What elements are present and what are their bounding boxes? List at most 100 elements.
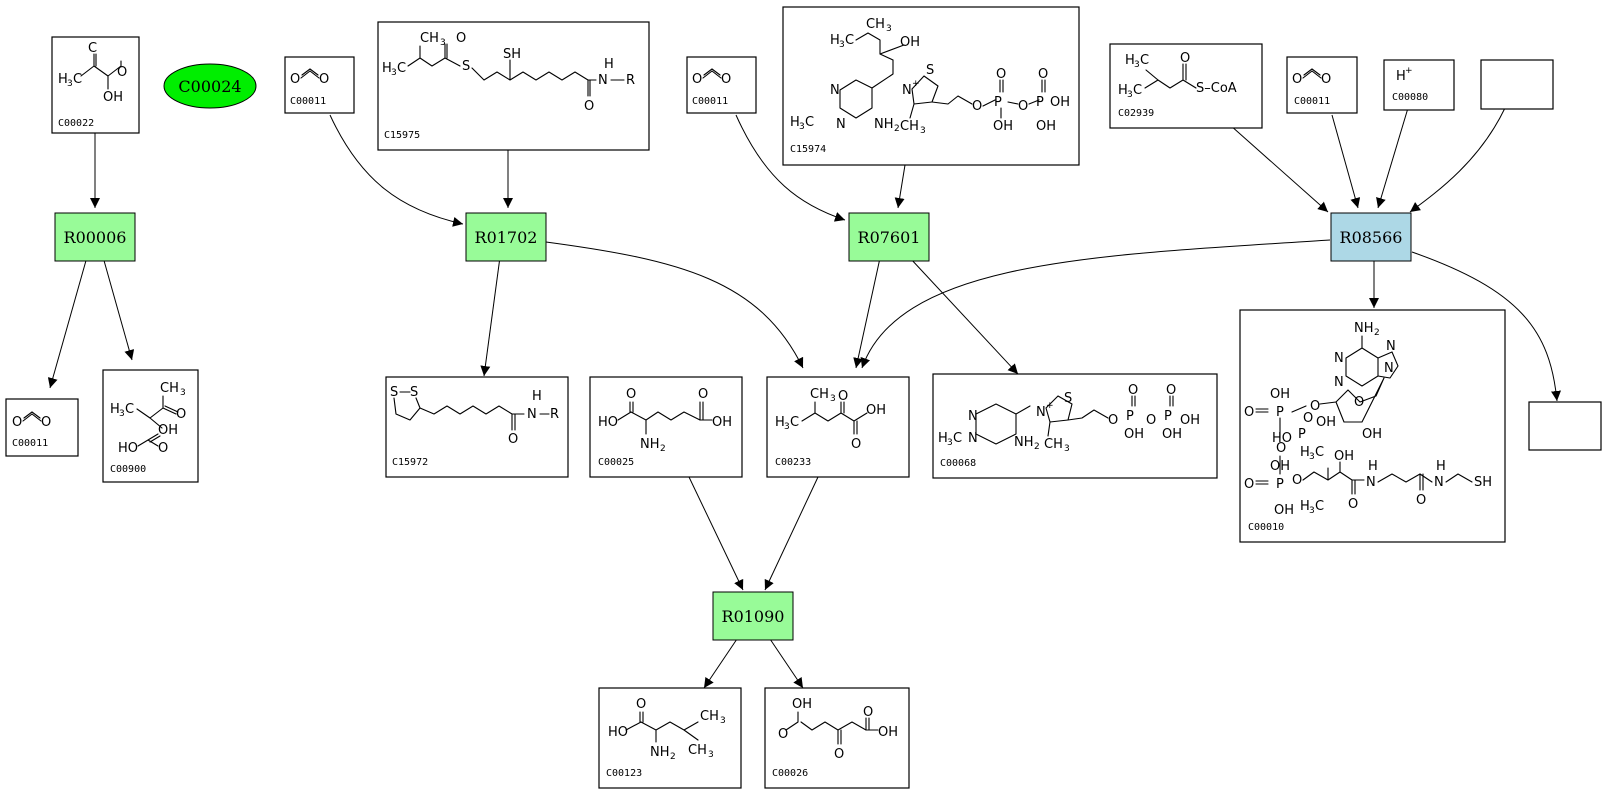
edge-r07601-c00068: [909, 257, 1019, 375]
svg-text:P: P: [1276, 477, 1284, 492]
svg-text:O: O: [456, 31, 466, 46]
svg-text:C: C: [125, 402, 134, 417]
svg-text:HO: HO: [118, 441, 138, 456]
svg-text:O: O: [721, 72, 731, 87]
reaction-r01090[interactable]: R01090: [712, 591, 794, 641]
svg-text:O: O: [1321, 72, 1331, 87]
compound-c00011-a[interactable]: O O C00011: [284, 56, 355, 114]
svg-text:N: N: [598, 73, 608, 88]
reaction-label: R07601: [858, 228, 921, 247]
svg-text:CH: CH: [810, 387, 829, 402]
svg-text:O: O: [1303, 411, 1313, 426]
svg-text:H: H: [382, 61, 392, 76]
svg-text:OH: OH: [1162, 427, 1182, 442]
svg-text:3: 3: [708, 750, 714, 760]
edge-c00011-r07601: [735, 114, 846, 222]
compound-c00080[interactable]: H + C00080: [1383, 59, 1455, 111]
edge-empty-r08566: [1409, 107, 1506, 213]
compound-id: C15972: [392, 457, 428, 468]
svg-text:O: O: [1276, 441, 1286, 456]
edge-c00080-r08566: [1376, 107, 1409, 209]
svg-text:O: O: [1166, 383, 1176, 398]
structure-co2: O O: [290, 68, 329, 87]
compound-c00011-b[interactable]: O O C00011: [686, 56, 757, 114]
reaction-r07601[interactable]: R07601: [848, 212, 930, 262]
edge-r08566-empty: [1411, 251, 1561, 402]
svg-text:S: S: [410, 385, 418, 400]
empty-compound-top[interactable]: [1480, 59, 1554, 110]
svg-text:3: 3: [830, 394, 836, 404]
svg-text:2: 2: [660, 444, 666, 454]
svg-text:N: N: [836, 117, 846, 132]
svg-text:H: H: [58, 72, 68, 87]
compound-id: C15974: [790, 144, 826, 155]
reaction-r00006[interactable]: R00006: [54, 212, 136, 262]
svg-text:O: O: [1108, 413, 1118, 428]
svg-text:3: 3: [720, 716, 726, 726]
reaction-r08566[interactable]: R08566: [1330, 212, 1412, 262]
svg-text:O: O: [176, 407, 186, 422]
compound-c00026[interactable]: OH O O OH O C00026: [764, 687, 910, 789]
svg-text:SH: SH: [503, 47, 521, 62]
svg-text:3: 3: [180, 388, 186, 398]
compound-id: C00011: [12, 438, 48, 449]
svg-text:O: O: [1018, 99, 1028, 114]
empty-compound-right[interactable]: [1528, 401, 1602, 451]
edge-r07601-c00233: [853, 257, 881, 369]
svg-text:O: O: [838, 389, 848, 404]
svg-text:3: 3: [839, 40, 845, 50]
compound-c00011-d[interactable]: O O C00011: [5, 398, 79, 457]
reaction-r01702[interactable]: R01702: [465, 212, 547, 262]
compound-id: C00024: [178, 77, 241, 96]
svg-text:O: O: [698, 387, 708, 402]
svg-text:N: N: [1036, 405, 1046, 420]
svg-text:HO: HO: [598, 415, 618, 430]
compound-id: C02939: [1118, 108, 1154, 119]
svg-text:+: +: [912, 79, 920, 89]
svg-text:O: O: [851, 437, 861, 452]
svg-text:C: C: [1315, 445, 1324, 460]
svg-text:C: C: [845, 33, 854, 48]
svg-text:O: O: [1180, 51, 1190, 66]
svg-text:CH: CH: [420, 31, 439, 46]
svg-text:3: 3: [67, 79, 73, 89]
svg-text:N: N: [1334, 375, 1344, 390]
svg-text:OH: OH: [900, 35, 920, 50]
svg-text:OH: OH: [878, 725, 898, 740]
svg-text:O: O: [1292, 473, 1302, 488]
edge-r08566-c00233: [860, 239, 1331, 369]
compound-id: C00011: [692, 96, 728, 107]
svg-text:N: N: [527, 407, 537, 422]
svg-text:S: S: [1064, 391, 1072, 406]
reaction-label: R08566: [1340, 228, 1403, 247]
svg-text:N: N: [1334, 351, 1344, 366]
compound-c00011-c[interactable]: O O C00011: [1286, 56, 1358, 114]
structure-h-plus: H: [1396, 69, 1406, 84]
svg-text:NH: NH: [874, 117, 894, 132]
svg-text:O: O: [1128, 383, 1138, 398]
compound-c00024[interactable]: C00024: [163, 63, 257, 109]
compound-c15972[interactable]: S S O H N R C15972: [385, 376, 569, 478]
svg-text:H: H: [1118, 83, 1128, 98]
edge-c00011-r01702: [329, 114, 464, 227]
svg-text:3: 3: [799, 122, 805, 132]
svg-text:O: O: [117, 65, 127, 80]
svg-text:3: 3: [920, 126, 926, 136]
svg-text:C: C: [1315, 499, 1324, 514]
svg-text:3: 3: [784, 422, 790, 432]
svg-text:O: O: [1038, 67, 1048, 82]
svg-text:OH: OH: [993, 119, 1013, 134]
